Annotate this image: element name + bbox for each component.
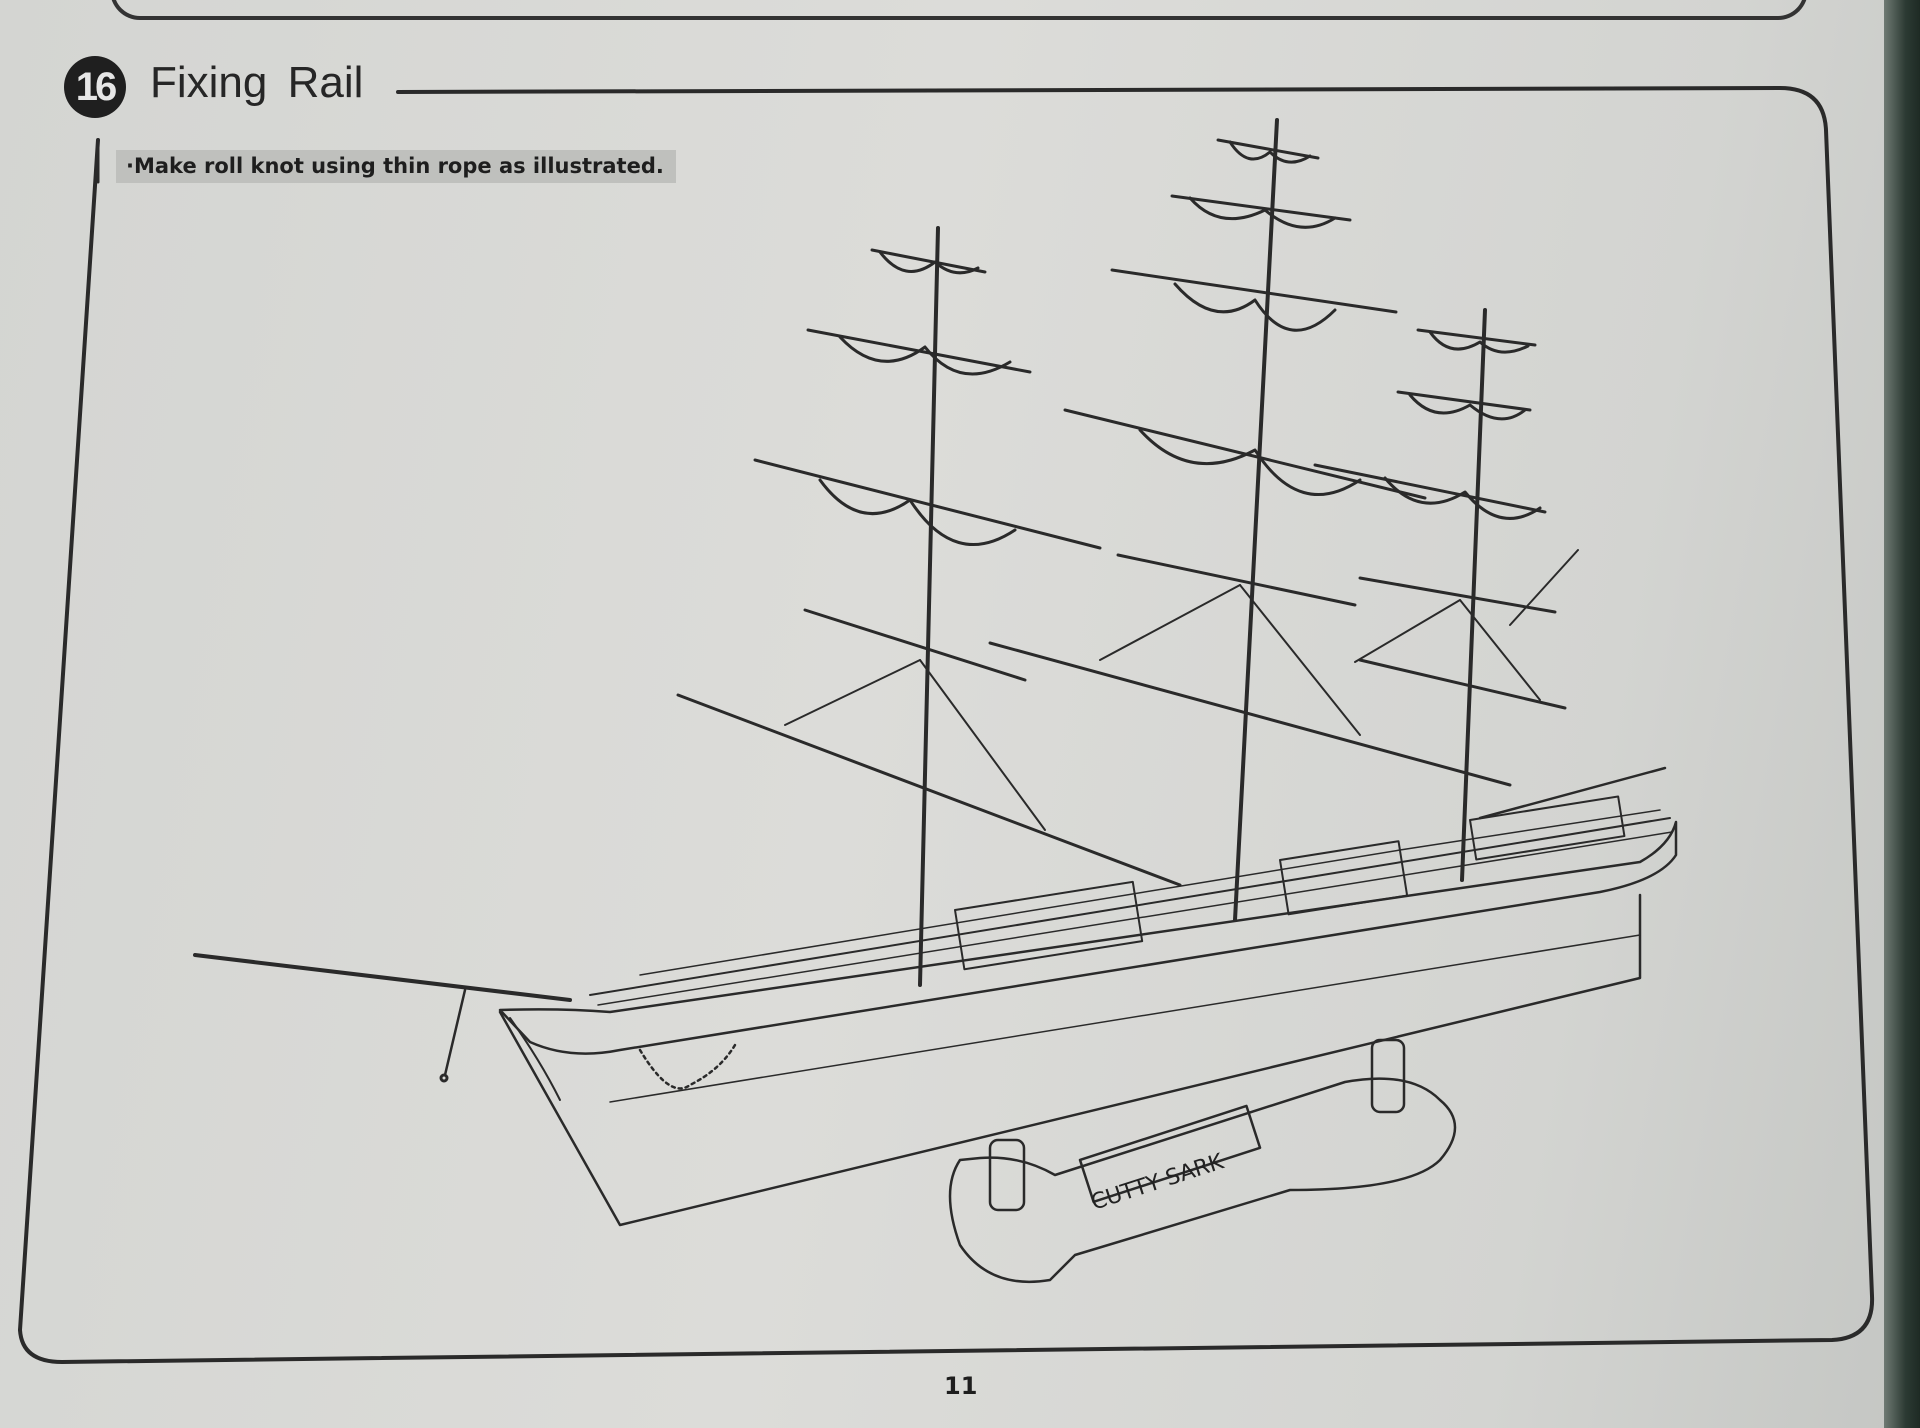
instruction-text: ·Make roll knot using thin rope as illus… xyxy=(116,150,676,183)
main-mast xyxy=(1233,118,1279,922)
step-frame-border xyxy=(18,86,1875,1364)
step-title: Fixing Rail xyxy=(150,58,364,107)
fore-mast xyxy=(918,226,940,987)
deckhouse xyxy=(953,880,1144,971)
nameplate-frame xyxy=(1078,1104,1262,1204)
ship-deck xyxy=(589,817,1671,996)
step-number-badge: 16 xyxy=(64,56,126,118)
mizzen-mast xyxy=(1460,308,1487,882)
page-number: 11 xyxy=(944,1372,978,1400)
anchor-chain xyxy=(638,1043,737,1090)
table-background xyxy=(1884,0,1920,1428)
step-frame xyxy=(18,88,1872,1360)
nameplate-text: CUTTY SARK xyxy=(1088,1149,1227,1215)
frame-left-edge xyxy=(18,138,100,1332)
bowsprit xyxy=(193,953,572,1002)
ship-hull xyxy=(498,820,1678,1055)
display-stand xyxy=(948,1077,1457,1284)
